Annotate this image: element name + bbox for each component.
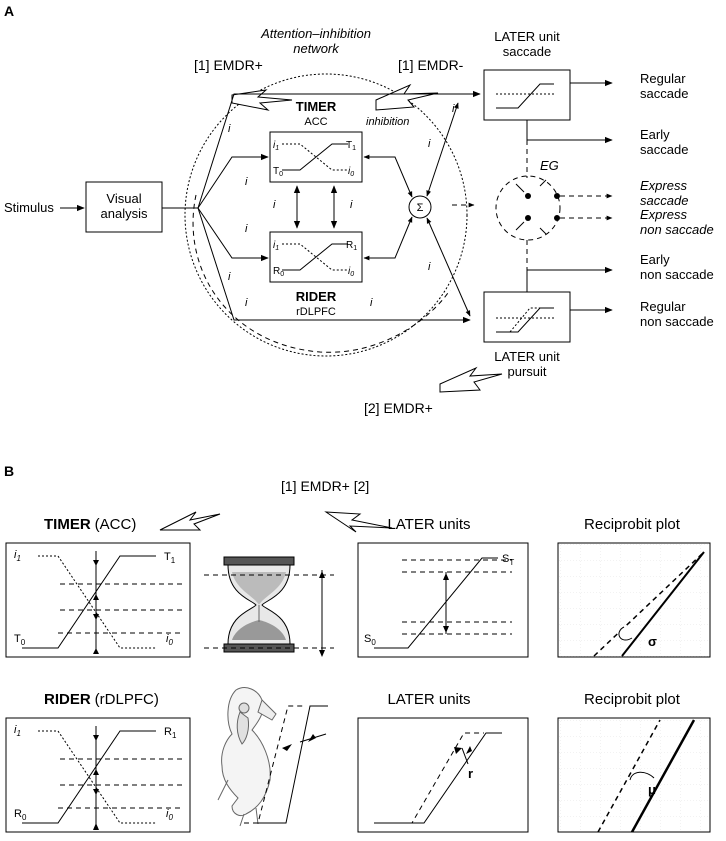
network-title-1: Attention–inhibition — [260, 26, 371, 41]
visual-analysis-label-2: analysis — [101, 206, 148, 221]
svg-text:i: i — [273, 199, 276, 211]
mu-parameter-label: μ — [648, 782, 656, 797]
svg-text:i1: i1 — [273, 140, 279, 152]
lightning-bolt-icon — [231, 89, 293, 111]
panel-b-timer-sub: (ACC) — [95, 516, 137, 533]
rider-sub: rDLPFC — [296, 306, 336, 318]
svg-text:i: i — [428, 261, 431, 273]
later-plot-1-box — [357, 542, 529, 658]
sigma-label: Σ — [417, 202, 424, 214]
early-saccade-label-1: Early — [640, 127, 670, 142]
sigma-node — [408, 195, 432, 219]
line-to-saccade-unit — [197, 90, 481, 209]
early-saccade-label-2: saccade — [640, 142, 688, 157]
inhibition-label: inhibition — [366, 116, 409, 128]
later-units-title-1: LATER units — [387, 516, 470, 533]
inhibition-i-labels: i i i i i i i i i i i — [228, 103, 455, 309]
panel-b-emdr-label: [1] EMDR+ [2] — [281, 478, 369, 494]
svg-text:R0: R0 — [14, 808, 27, 822]
horse-rider-icon — [217, 687, 277, 827]
svg-text:TIMER(ACC): TIMER(ACC) — [44, 516, 136, 533]
eg-label: EG — [540, 158, 559, 173]
eg-circle — [495, 175, 561, 241]
svg-text:i0: i0 — [166, 808, 173, 822]
visual-analysis-box — [85, 181, 163, 233]
rotate-arrow-icon — [629, 771, 655, 781]
hourglass-icon — [223, 556, 295, 653]
emdr-3-label: [2] EMDR+ — [364, 400, 433, 416]
reciprobit-plot-1-box — [557, 542, 711, 658]
lightning-bolt-icon — [324, 511, 393, 533]
later-saccade-label-1: LATER unit — [494, 29, 560, 44]
lightning-bolt-icon — [439, 366, 503, 393]
svg-text:T1: T1 — [164, 551, 176, 565]
svg-text:T0: T0 — [273, 166, 283, 178]
r-parameter-label: r — [468, 766, 473, 781]
later-plot-2-box — [357, 717, 529, 833]
early-non-label-1: Early — [640, 252, 670, 267]
svg-text:i1: i1 — [14, 549, 21, 563]
svg-text:i: i — [428, 138, 431, 150]
timer-title: TIMER — [296, 99, 337, 114]
timer-sub: ACC — [304, 116, 327, 128]
svg-text:i: i — [350, 199, 353, 211]
panel-b-label: B — [4, 463, 14, 479]
sigma-parameter-label: σ — [648, 634, 657, 649]
express-saccade-label-2: saccade — [640, 193, 688, 208]
svg-text:i0: i0 — [348, 166, 354, 178]
svg-text:i1: i1 — [273, 240, 279, 252]
panel-a-label: A — [4, 3, 14, 19]
later-units-title-2: LATER units — [387, 691, 470, 708]
later-saccade-label-2: saccade — [503, 44, 551, 59]
svg-text:RIDER(rDLPFC): RIDER(rDLPFC) — [44, 691, 159, 708]
svg-text:S0: S0 — [364, 633, 376, 647]
emdr-1-label: [1] EMDR+ — [194, 57, 263, 73]
svg-text:T0: T0 — [14, 633, 26, 647]
regular-non-label-1: Regular — [640, 299, 686, 314]
panel-b-rider-title: RIDER — [44, 691, 91, 708]
later-pursuit-label-1: LATER unit — [494, 349, 560, 364]
rotate-arrow-icon — [618, 626, 633, 641]
regular-saccade-label-1: Regular — [640, 71, 686, 86]
lightning-bolt-icon — [159, 511, 221, 531]
early-non-label-2: non saccade — [640, 267, 714, 282]
express-non-label-2: non saccade — [640, 222, 714, 237]
visual-analysis-label-1: Visual — [106, 191, 141, 206]
svg-text:i1: i1 — [14, 724, 21, 738]
svg-text:i: i — [228, 123, 231, 135]
rider-title: RIDER — [296, 289, 337, 304]
emdr-2-label: [1] EMDR- — [398, 57, 464, 73]
panel-b-timer-title: TIMER — [44, 516, 91, 533]
svg-text:R0: R0 — [273, 266, 284, 278]
express-saccade-label-1: Express — [640, 178, 687, 193]
svg-text:i: i — [228, 271, 231, 283]
svg-text:i0: i0 — [166, 633, 173, 647]
svg-text:i: i — [245, 223, 248, 235]
svg-text:i: i — [452, 103, 455, 115]
svg-text:i: i — [245, 297, 248, 309]
svg-text:ST: ST — [502, 553, 514, 567]
later-pursuit-label-2: pursuit — [507, 364, 546, 379]
svg-text:R1: R1 — [164, 726, 177, 740]
svg-text:T1: T1 — [346, 140, 356, 152]
reciprobit-title-2: Reciprobit plot — [584, 691, 681, 708]
attention-network-circle — [184, 73, 468, 357]
regular-saccade-label-2: saccade — [640, 86, 688, 101]
line-to-pursuit-unit — [197, 207, 471, 324]
svg-text:R1: R1 — [346, 240, 357, 252]
later-unit-pursuit-box — [483, 291, 571, 343]
express-non-label-1: Express — [640, 207, 687, 222]
panel-b-rider-sub: (rDLPFC) — [95, 691, 159, 708]
reciprobit-title-1: Reciprobit plot — [584, 516, 681, 533]
svg-text:i: i — [370, 297, 373, 309]
stimulus-label: Stimulus — [4, 200, 54, 215]
later-unit-saccade-box — [483, 69, 571, 121]
network-title-2: network — [293, 41, 340, 56]
regular-non-label-2: non saccade — [640, 314, 714, 329]
svg-text:i0: i0 — [348, 266, 354, 278]
lightning-bolt-icon — [375, 83, 439, 111]
svg-text:i: i — [245, 176, 248, 188]
